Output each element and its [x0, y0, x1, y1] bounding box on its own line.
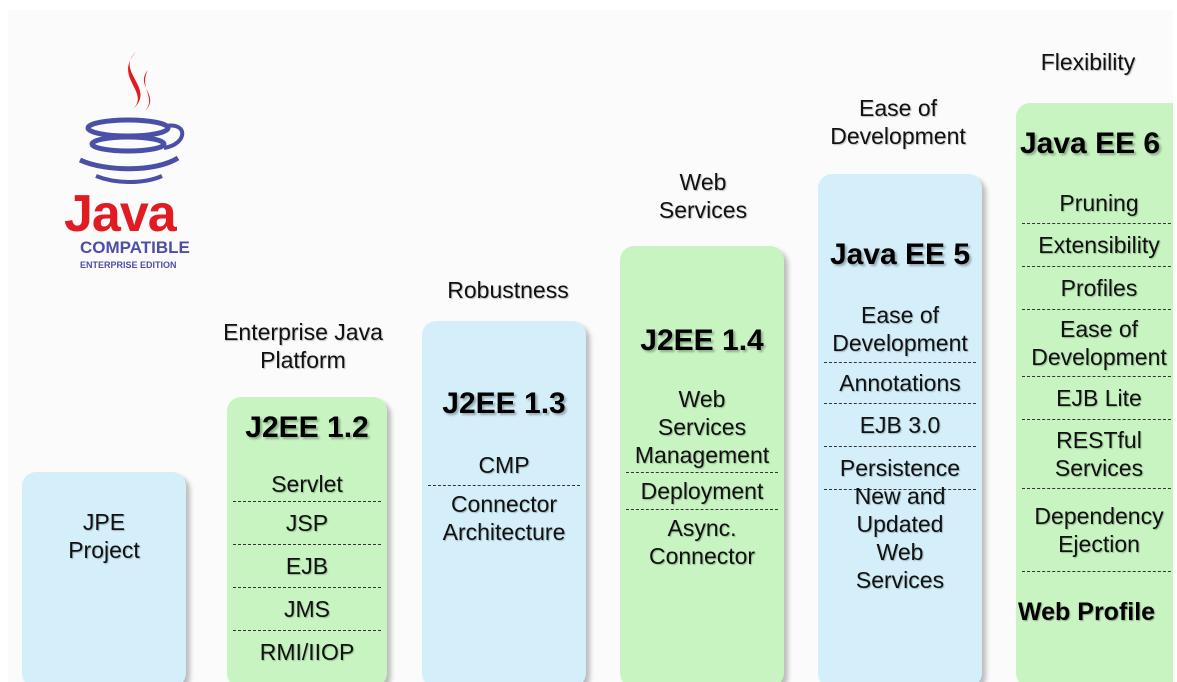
j2ee-1-4-box: J2EE 1.4 Web Services Management Deploym…: [620, 246, 784, 682]
version-title: Java EE 5: [829, 238, 971, 271]
theme-enterprise-java-platform: Enterprise Java Platform: [223, 319, 383, 373]
version-title: J2EE 1.2: [245, 411, 369, 444]
feature-item: Connector Architecture: [442, 491, 566, 545]
feature-item: RESTful Services: [1022, 420, 1173, 489]
logo-edition-text: ENTERPRISE EDITION: [80, 260, 177, 270]
feature-item: Async. Connector: [648, 515, 756, 569]
feature-item: RMI/IIOP: [259, 639, 355, 665]
feature-item: CMP: [428, 445, 580, 486]
java-ee-5-box: Java EE 5 Ease of Development Annotation…: [818, 174, 982, 682]
theme-web-services: Web Services: [658, 169, 748, 223]
diagram-canvas: Java COMPATIBLE ENTERPRISE EDITION JPE P…: [8, 10, 1173, 682]
version-title: J2EE 1.3: [442, 387, 566, 420]
feature-item: EJB 3.0: [824, 404, 976, 447]
feature-item: Persistence: [824, 447, 976, 490]
java-logo: Java COMPATIBLE ENTERPRISE EDITION: [58, 48, 208, 278]
java-ee-6-box: Java EE 6 Pruning Extensibility Profiles…: [1016, 103, 1173, 682]
feature-item: Extensibility: [1022, 224, 1173, 267]
feature-item: Ease of Development: [824, 296, 976, 363]
java-wordmark: Java: [64, 185, 177, 243]
feature-item: JMS: [233, 588, 381, 631]
theme-ease-of-development: Ease of Development: [830, 95, 966, 149]
feature-item: Pruning: [1022, 183, 1173, 224]
feature-item: Deployment: [626, 473, 778, 510]
version-title: Java EE 6: [1020, 127, 1161, 160]
theme-robustness: Robustness: [447, 277, 569, 303]
feature-item: Servlet: [233, 467, 381, 502]
feature-item: Profiles: [1022, 267, 1173, 310]
feature-item: Web Services Management: [626, 382, 778, 473]
j2ee-1-3-box: J2EE 1.3 CMP Connector Architecture: [422, 321, 586, 682]
feature-item: Ease of Development: [1022, 310, 1173, 377]
coffee-cup-icon: [78, 52, 185, 184]
logo-compatible-text: COMPATIBLE: [80, 238, 190, 257]
feature-item: Annotations: [824, 363, 976, 404]
feature-item: EJB: [233, 545, 381, 588]
feature-item: Dependency Ejection: [1022, 489, 1173, 572]
jpe-project-label: JPE Project: [68, 509, 140, 563]
j2ee-1-2-box: J2EE 1.2 Servlet JSP EJB JMS RMI/IIOP: [227, 397, 387, 682]
jpe-project-box: JPE Project: [22, 472, 186, 682]
feature-item: New and Updated Web Services: [854, 483, 946, 593]
web-profile-label: Web Profile: [1018, 598, 1156, 626]
theme-flexibility: Flexibility: [1040, 49, 1136, 75]
feature-item: EJB Lite: [1022, 377, 1173, 420]
feature-item: JSP: [233, 502, 381, 545]
version-title: J2EE 1.4: [640, 324, 764, 357]
